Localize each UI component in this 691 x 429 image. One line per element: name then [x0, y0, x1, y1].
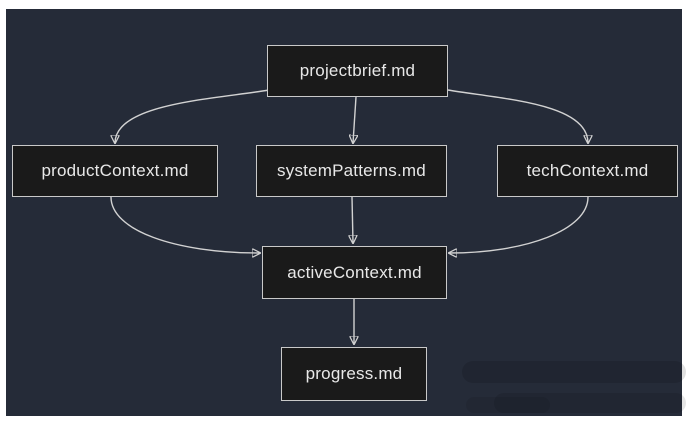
node-productContext: productContext.md: [12, 145, 218, 197]
edge-projectbrief-to-productContext: [115, 89, 270, 143]
node-label: productContext.md: [41, 161, 189, 180]
node-label: techContext.md: [526, 161, 649, 180]
watermark-smudge: [466, 397, 550, 413]
flowchart-canvas: projectbrief.md productContext.md system…: [6, 9, 686, 416]
watermark-smudge: [462, 361, 686, 383]
node-label: activeContext.md: [287, 262, 422, 282]
flowchart-edges: [110, 89, 682, 416]
watermark-smudge: [494, 393, 686, 413]
edge-techContext-to-activeContext: [449, 196, 589, 253]
node-label: systemPatterns.md: [277, 161, 426, 180]
node-activeContext: activeContext.md: [262, 246, 447, 299]
node-systemPatterns: systemPatterns.md: [256, 145, 447, 197]
edge-projectbrief-to-techContext: [447, 89, 588, 143]
node-progress: progress.md: [281, 347, 427, 401]
edge-productContext-to-activeContext: [110, 196, 260, 253]
node-projectbrief: projectbrief.md: [267, 45, 448, 97]
edge-projectbrief-to-systemPatterns: [353, 96, 356, 143]
node-label: progress.md: [305, 364, 403, 383]
node-label: projectbrief.md: [299, 61, 416, 80]
node-techContext: techContext.md: [497, 145, 678, 197]
edge-systemPatterns-to-activeContext: [352, 196, 353, 243]
